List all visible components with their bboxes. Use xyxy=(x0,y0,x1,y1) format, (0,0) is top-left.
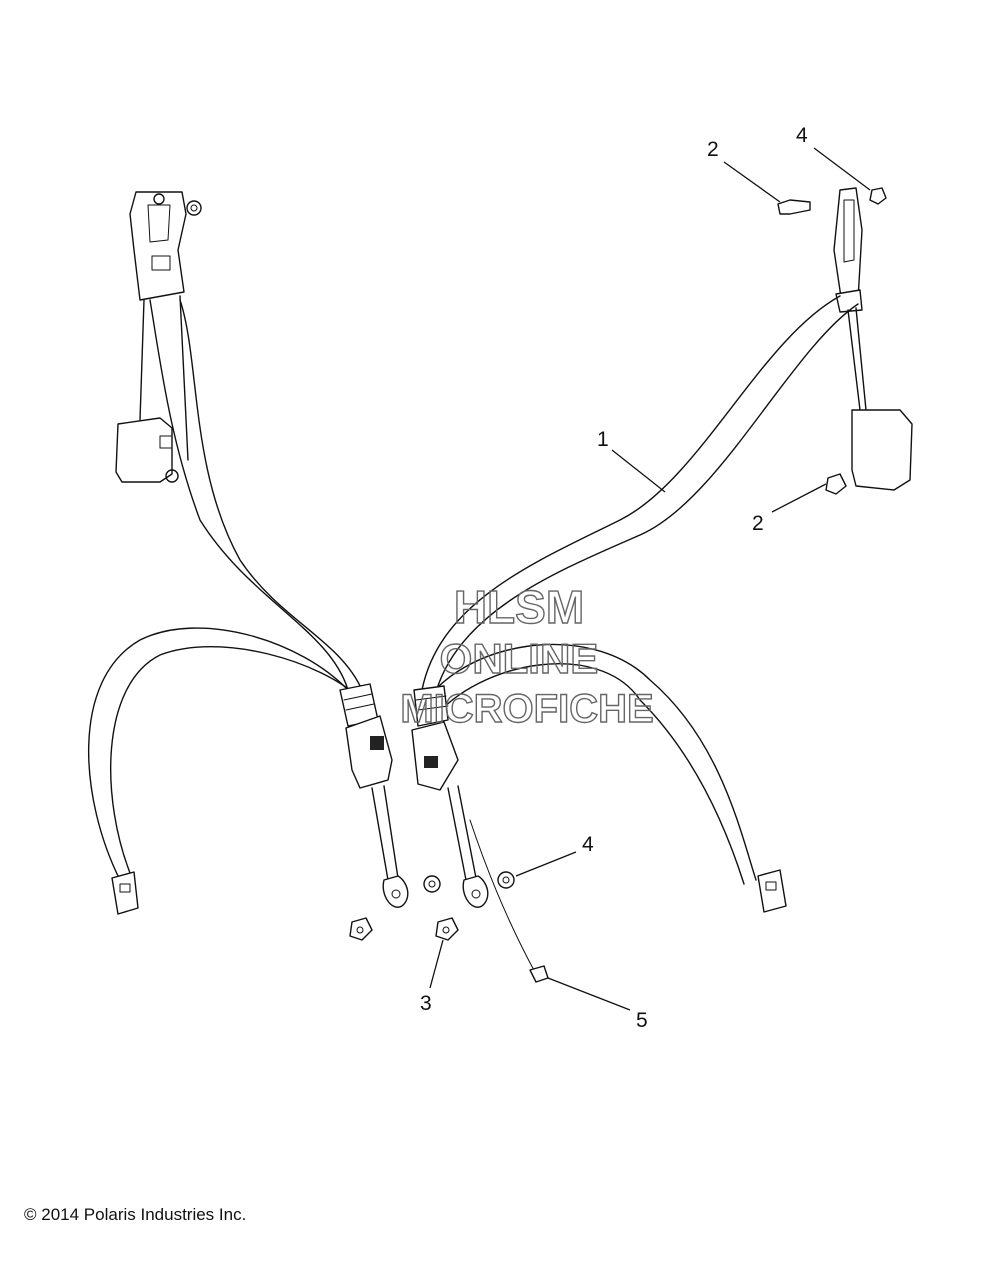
watermark-line-2: ONLINE xyxy=(440,635,599,682)
watermark: HLSM ONLINE MICROFICHE xyxy=(400,580,655,731)
loose-bolt-top xyxy=(777,199,811,215)
callout-label-2-top: 2 xyxy=(707,138,719,161)
callout-label-4-middle: 4 xyxy=(582,833,594,856)
callout-label-4-top: 4 xyxy=(796,124,808,147)
callout-label-3: 3 xyxy=(420,992,432,1015)
callout-2-right: 2 xyxy=(752,483,827,535)
callout-label-5: 5 xyxy=(636,1009,648,1032)
callout-3: 3 xyxy=(420,939,444,1015)
callout-4-top: 4 xyxy=(796,124,871,191)
callout-label-2-right: 2 xyxy=(752,512,764,535)
callout-5: 5 xyxy=(547,977,648,1032)
copyright-notice: © 2014 Polaris Industries Inc. xyxy=(24,1205,246,1224)
watermark-line-1: HLSM xyxy=(454,581,584,633)
callout-2-top: 2 xyxy=(707,138,781,203)
right-seat-belt-assembly xyxy=(411,187,913,983)
callout-1: 1 xyxy=(597,428,666,493)
loose-nut-top xyxy=(869,187,887,205)
left-seat-belt-assembly xyxy=(88,191,441,941)
callout-label-1: 1 xyxy=(597,428,609,451)
watermark-line-3: MICROFICHE xyxy=(400,687,653,731)
callout-4-middle: 4 xyxy=(515,833,594,877)
